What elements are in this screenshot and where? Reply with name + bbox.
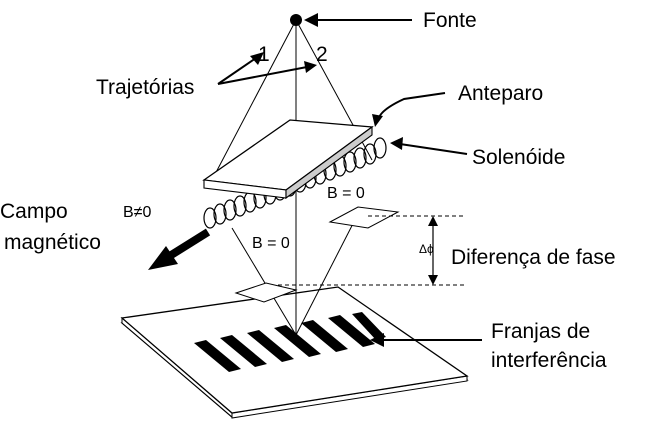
phase-difference-marker bbox=[278, 215, 465, 286]
fringes-label-line1: Franjas de bbox=[491, 320, 591, 343]
field-arrow bbox=[148, 228, 211, 270]
biprism-screen bbox=[202, 119, 374, 200]
phase-difference-label: Diferença de fase bbox=[451, 246, 616, 269]
interference-fringes bbox=[194, 312, 386, 372]
magnetic-field-label-line1: Campo bbox=[0, 200, 68, 223]
magnetic-field-label-line2: magnético bbox=[4, 231, 101, 254]
path-2-label: 2 bbox=[316, 43, 328, 66]
source-dot bbox=[290, 14, 302, 26]
callout-arrows bbox=[217, 13, 482, 347]
b-nonzero-label: B≠0 bbox=[123, 204, 152, 221]
path-1-label: 1 bbox=[258, 43, 270, 66]
b-zero-left-label: B = 0 bbox=[252, 235, 290, 252]
fringes-label-line2: interferência bbox=[491, 349, 607, 372]
interference-screen bbox=[120, 286, 469, 419]
solenoid-label: Solenóide bbox=[472, 146, 566, 169]
delta-phi-label: Δϕ bbox=[419, 242, 434, 256]
source-label: Fonte bbox=[423, 9, 477, 32]
screen-label: Anteparo bbox=[458, 82, 544, 105]
paths-label: Trajetórias bbox=[96, 76, 195, 99]
phase-plates bbox=[234, 206, 400, 303]
b-zero-right-label: B = 0 bbox=[327, 185, 365, 202]
